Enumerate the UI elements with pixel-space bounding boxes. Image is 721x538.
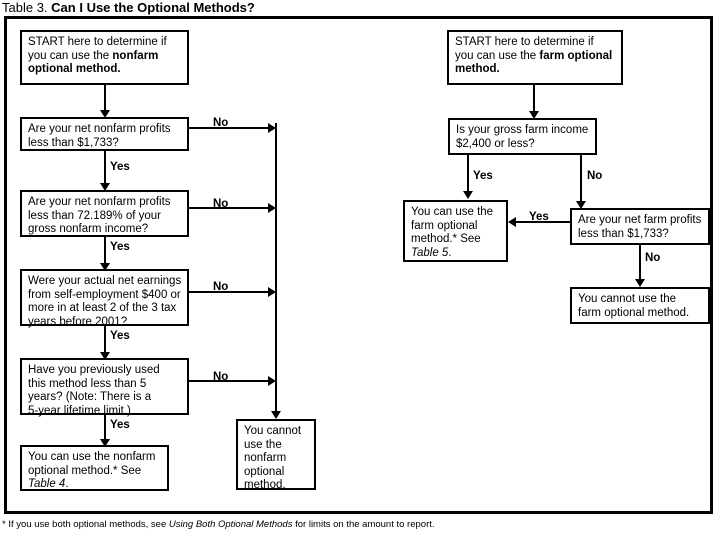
farm-q1-line2: $2,400 or less?: [456, 137, 535, 150]
farm-cannot-use-line1: You cannot use the: [578, 293, 677, 305]
label-nonfarm-q3-yes: Yes: [110, 330, 130, 342]
chart-frame: [4, 16, 713, 514]
nonfarm-cannot-use-line5: method.: [244, 479, 286, 492]
label-farm-q1-yes: Yes: [473, 170, 493, 182]
nonfarm-q2-line2: less than 72.189% of your: [28, 209, 161, 222]
arrowhead-right-nonfarm-q2-no: [268, 203, 276, 213]
farm-can-use-line2: farm optional: [411, 219, 478, 232]
farm-start-line1: START here to determine if: [455, 36, 594, 48]
nonfarm-q2-box: Are your net nonfarm profits less than 7…: [20, 190, 189, 237]
label-nonfarm-q2-no: No: [213, 198, 229, 210]
connector-farm-start-to-q1: [533, 85, 535, 113]
nonfarm-cannot-use-line2: use the: [244, 438, 282, 451]
arrowhead-down-nonfarm-q3: [100, 263, 110, 271]
nonfarm-q3-line3: more in at least 2 of the 3 tax: [28, 302, 177, 315]
connector-farm-q2-no: [639, 245, 641, 281]
arrowhead-down-farm-q1: [529, 111, 539, 119]
farm-start-line3: method.: [455, 63, 500, 76]
nonfarm-start-line2: you can use the nonfarm: [28, 49, 159, 62]
farm-q2-box: Are your net farm profits less than $1,7…: [570, 208, 710, 245]
label-farm-q1-no: No: [587, 170, 603, 182]
connector-nonfarm-q3-no: [189, 291, 271, 293]
connector-nonfarm-q4-no: [189, 380, 271, 382]
connector-farm-q2-yes: [516, 221, 570, 223]
arrowhead-down-nonfarm-can-use: [100, 439, 110, 447]
footnote-post: for limits on the amount to report.: [292, 519, 435, 530]
arrowhead-right-nonfarm-q3-no: [268, 287, 276, 297]
label-nonfarm-q4-no: No: [213, 371, 229, 383]
nonfarm-cannot-use-line3: nonfarm: [244, 452, 287, 465]
label-farm-q2-no: No: [645, 252, 661, 264]
connector-nonfarm-q1-no: [189, 127, 271, 129]
arrowhead-right-nonfarm-q4-no: [268, 376, 276, 386]
arrowhead-down-nonfarm-q1: [100, 110, 110, 118]
nonfarm-q2-line3: gross nonfarm income?: [28, 223, 149, 236]
footnote-pre: * If you use both optional methods, see: [2, 519, 169, 530]
arrowhead-down-nonfarm-q4: [100, 352, 110, 360]
connector-nonfarm-no-collector: [275, 123, 277, 413]
nonfarm-q3-line2: from self-employment $400 or: [28, 288, 181, 301]
label-nonfarm-q3-no: No: [213, 281, 229, 293]
arrowhead-down-farm-q2: [576, 201, 586, 209]
nonfarm-q3-box: Were your actual net earnings from self-…: [20, 269, 189, 328]
nonfarm-q4-line4: 5-year lifetime limit.): [28, 404, 131, 417]
connector-nonfarm-start-to-q1: [104, 85, 106, 112]
nonfarm-q4-line1: Have you previously used: [28, 364, 160, 376]
connector-nonfarm-q2-no: [189, 207, 271, 209]
arrowhead-down-nonfarm-q2: [100, 183, 110, 191]
nonfarm-q4-line2: this method less than 5: [28, 377, 147, 390]
farm-can-use-line1: You can use the: [411, 206, 494, 218]
connector-farm-q1-yes: [467, 155, 469, 193]
arrowhead-down-farm-can-use: [463, 191, 473, 199]
connector-nonfarm-q4-yes: [104, 415, 106, 441]
nonfarm-start-line1: START here to determine if: [28, 36, 167, 48]
farm-q2-line1: Are your net farm profits: [578, 214, 702, 226]
connector-nonfarm-q3-yes: [104, 326, 106, 354]
farm-q1-line1: Is your gross farm income: [456, 124, 589, 136]
nonfarm-q1-line1: Are your net nonfarm profits: [28, 123, 171, 135]
farm-start-line2: you can use the farm optional: [455, 49, 613, 62]
arrowhead-left-farm-can-use: [508, 217, 516, 227]
farm-can-use-box: You can use the farm optional method.* S…: [403, 200, 508, 262]
farm-q1-box: Is your gross farm income $2,400 or less…: [448, 118, 597, 155]
page-title-prefix: Table 3.: [2, 0, 48, 15]
nonfarm-q2-line1: Are your net nonfarm profits: [28, 196, 171, 208]
nonfarm-q1-box: Are your net nonfarm profits less than $…: [20, 117, 189, 151]
page-title-main: Can I Use the Optional Methods?: [51, 0, 255, 15]
label-farm-q2-yes: Yes: [529, 211, 549, 223]
farm-cannot-use-line2: farm optional method.: [578, 306, 690, 319]
nonfarm-q1-line2: less than $1,733?: [28, 136, 119, 149]
nonfarm-can-use-line1: You can use the nonfarm: [28, 451, 156, 463]
farm-can-use-line3: method.* See: [411, 233, 481, 246]
arrowhead-down-nonfarm-cannot-use: [271, 411, 281, 419]
connector-nonfarm-q1-yes: [104, 151, 106, 185]
connector-farm-q1-no: [580, 155, 582, 203]
nonfarm-start-line3: optional method.: [28, 63, 121, 76]
nonfarm-start-box: START here to determine if you can use t…: [20, 30, 189, 85]
farm-start-box: START here to determine if you can use t…: [447, 30, 623, 85]
nonfarm-q4-line3: years? (Note: There is a: [28, 391, 152, 404]
footnote-italic: Using Both Optional Methods: [168, 519, 293, 530]
nonfarm-can-use-box: You can use the nonfarm optional method.…: [20, 445, 169, 491]
footnote: * If you use both optional methods, see …: [2, 519, 717, 531]
connector-nonfarm-q2-yes: [104, 237, 106, 265]
nonfarm-can-use-line2: optional method.* See: [28, 464, 142, 477]
nonfarm-cannot-use-line4: optional: [244, 465, 285, 478]
page-title: Table 3. Can I Use the Optional Methods?: [2, 0, 562, 16]
arrowhead-right-nonfarm-q1-no: [268, 123, 276, 133]
label-nonfarm-q1-yes: Yes: [110, 161, 130, 173]
farm-can-use-line4: Table 5.: [411, 246, 452, 259]
nonfarm-cannot-use-line1: You cannot: [244, 425, 302, 437]
label-nonfarm-q1-no: No: [213, 117, 229, 129]
label-nonfarm-q2-yes: Yes: [110, 241, 130, 253]
farm-cannot-use-box: You cannot use the farm optional method.: [570, 287, 710, 324]
nonfarm-q3-line1: Were your actual net earnings: [28, 275, 182, 287]
nonfarm-q4-box: Have you previously used this method les…: [20, 358, 189, 417]
farm-q2-line2: less than $1,733?: [578, 227, 669, 240]
nonfarm-can-use-line3: Table 4.: [28, 478, 69, 491]
arrowhead-down-farm-cannot-use: [635, 279, 645, 287]
nonfarm-q3-line4: years before 2001?: [28, 315, 128, 328]
label-nonfarm-q4-yes: Yes: [110, 419, 130, 431]
nonfarm-cannot-use-box: You cannot use the nonfarm optional meth…: [236, 419, 316, 492]
